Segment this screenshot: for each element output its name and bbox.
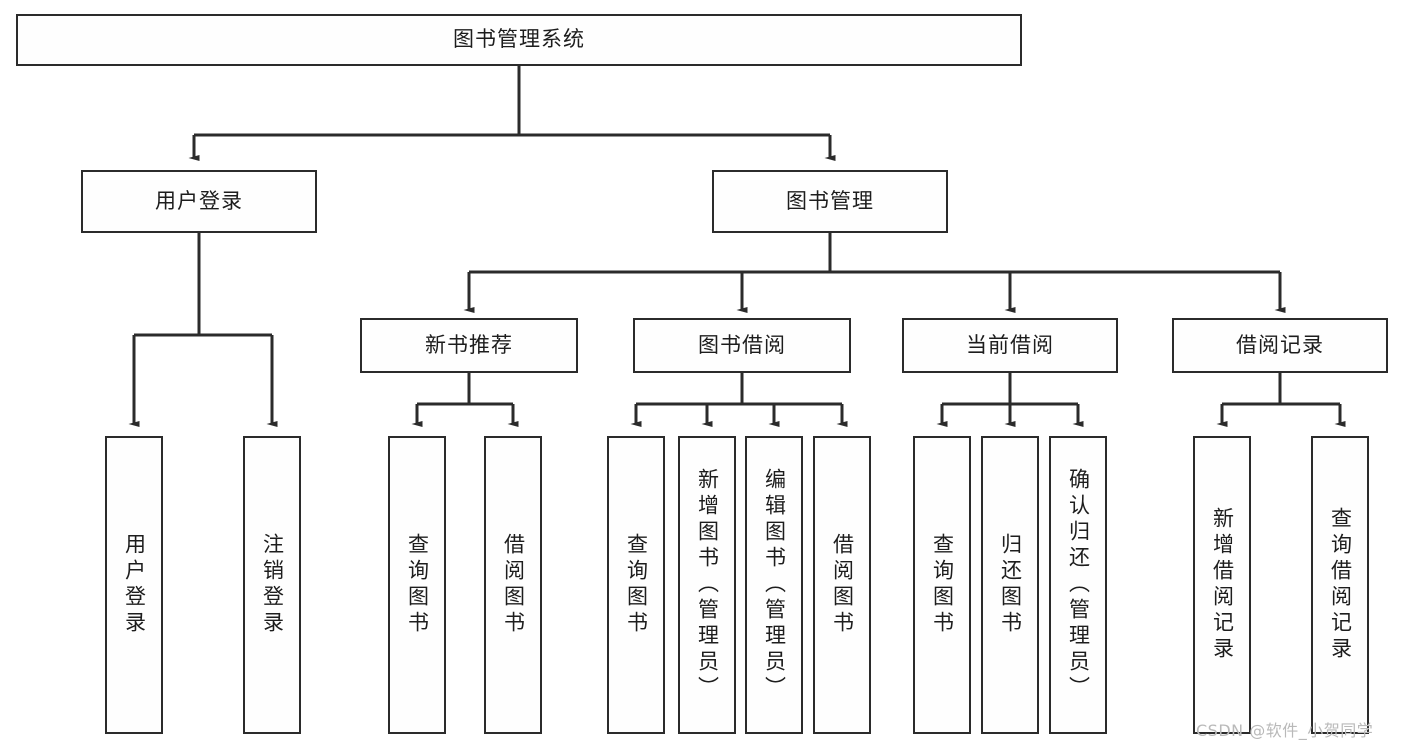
- node-book-manage-label: 图书管理: [786, 188, 874, 213]
- node-leaf-query-book-3[interactable]: 查询图书: [913, 436, 971, 734]
- node-leaf-logout-login[interactable]: 注销登录: [243, 436, 301, 734]
- node-user-login[interactable]: 用户登录: [81, 170, 317, 233]
- node-leaf-confirm-return-label: 确认归还（管理员）: [1066, 468, 1091, 702]
- node-leaf-borrow-book-1-label: 借阅图书: [501, 533, 526, 637]
- node-leaf-query-book-2[interactable]: 查询图书: [607, 436, 665, 734]
- node-leaf-query-book-2-label: 查询图书: [624, 533, 649, 637]
- node-leaf-query-book-1[interactable]: 查询图书: [388, 436, 446, 734]
- node-leaf-confirm-return[interactable]: 确认归还（管理员）: [1049, 436, 1107, 734]
- node-book-manage[interactable]: 图书管理: [712, 170, 948, 233]
- node-leaf-user-login[interactable]: 用户登录: [105, 436, 163, 734]
- node-leaf-add-book-label: 新增图书（管理员）: [695, 468, 720, 702]
- node-root-label: 图书管理系统: [453, 27, 585, 52]
- node-book-borrow[interactable]: 图书借阅: [633, 318, 851, 373]
- node-leaf-borrow-book-2[interactable]: 借阅图书: [813, 436, 871, 734]
- node-leaf-query-book-1-label: 查询图书: [405, 533, 430, 637]
- node-borrow-record[interactable]: 借阅记录: [1172, 318, 1388, 373]
- node-leaf-edit-book[interactable]: 编辑图书（管理员）: [745, 436, 803, 734]
- node-book-borrow-label: 图书借阅: [698, 332, 786, 357]
- node-leaf-add-record-label: 新增借阅记录: [1210, 507, 1235, 663]
- node-leaf-add-record[interactable]: 新增借阅记录: [1193, 436, 1251, 734]
- node-leaf-add-book[interactable]: 新增图书（管理员）: [678, 436, 736, 734]
- watermark-text: CSDN @软件_小贺同学: [1196, 721, 1374, 740]
- node-leaf-return-book[interactable]: 归还图书: [981, 436, 1039, 734]
- node-leaf-borrow-book-1[interactable]: 借阅图书: [484, 436, 542, 734]
- node-leaf-logout-login-label: 注销登录: [260, 533, 285, 637]
- node-borrow-record-label: 借阅记录: [1236, 332, 1324, 357]
- node-root[interactable]: 图书管理系统: [16, 14, 1022, 66]
- node-new-book-recommend-label: 新书推荐: [425, 332, 513, 357]
- node-new-book-recommend[interactable]: 新书推荐: [360, 318, 578, 373]
- node-user-login-label: 用户登录: [155, 188, 243, 213]
- node-leaf-query-book-3-label: 查询图书: [930, 533, 955, 637]
- node-leaf-return-book-label: 归还图书: [998, 533, 1023, 637]
- node-leaf-query-record-label: 查询借阅记录: [1328, 507, 1353, 663]
- node-leaf-user-login-label: 用户登录: [122, 533, 147, 637]
- node-leaf-borrow-book-2-label: 借阅图书: [830, 533, 855, 637]
- node-leaf-query-record[interactable]: 查询借阅记录: [1311, 436, 1369, 734]
- node-current-borrow[interactable]: 当前借阅: [902, 318, 1118, 373]
- node-leaf-edit-book-label: 编辑图书（管理员）: [762, 468, 787, 702]
- node-current-borrow-label: 当前借阅: [966, 332, 1054, 357]
